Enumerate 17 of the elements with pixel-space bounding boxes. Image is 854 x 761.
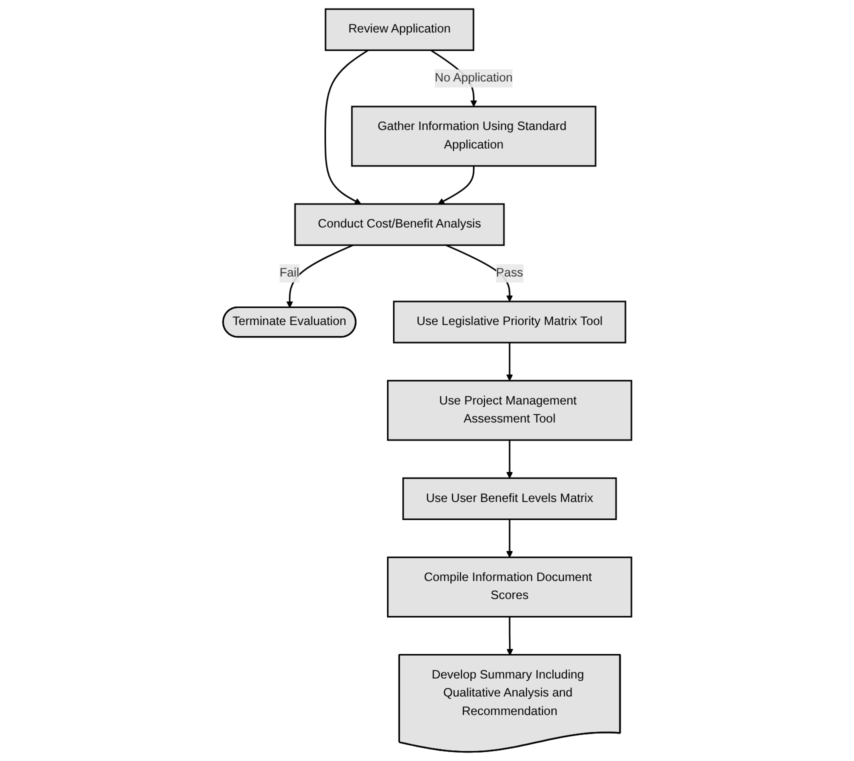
edge-label: Fail [279, 266, 299, 280]
arrow [506, 519, 513, 558]
arrow [506, 616, 513, 656]
node-box: Conduct Cost/Benefit Analysis [294, 203, 504, 246]
edge-label: No Application [434, 72, 512, 84]
arrow [324, 50, 368, 204]
arrow [506, 342, 513, 381]
node-box: Use User Benefit Levels Matrix [402, 477, 617, 520]
node-box: Use Legislative Priority Matrix Tool [392, 300, 626, 344]
arrow [286, 244, 354, 308]
node-box: Review Application [324, 8, 474, 51]
arrow [506, 440, 513, 478]
node-box: Use Project Management Assessment Tool [386, 380, 632, 441]
edge-label: Pass [496, 266, 523, 280]
node-box: Compile Information Document Scores [386, 556, 632, 618]
arrow [437, 166, 474, 204]
node-box: Gather Information Using Standard Application [350, 106, 596, 167]
